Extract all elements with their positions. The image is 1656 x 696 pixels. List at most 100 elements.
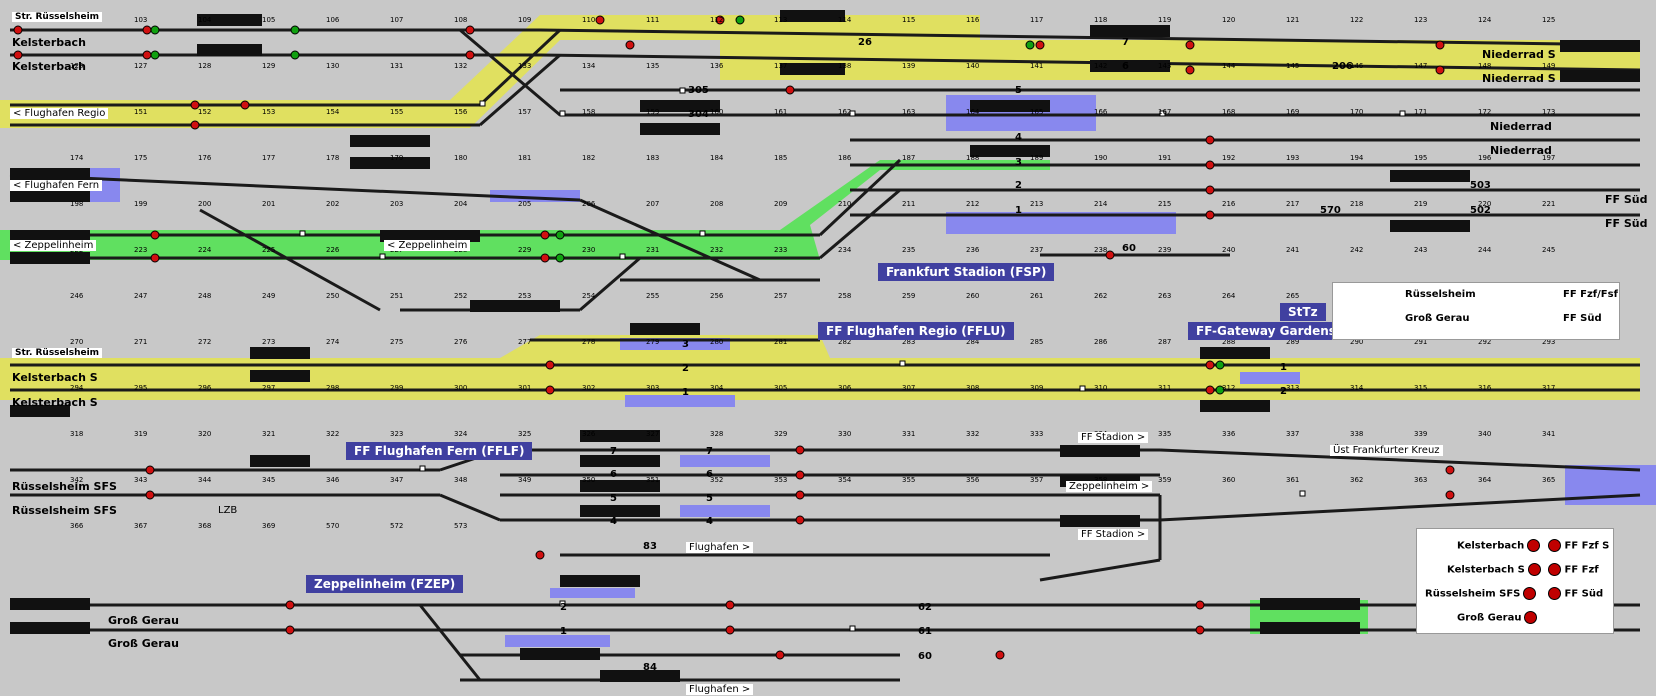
legend-ff-sued-text: FF Süd bbox=[1564, 588, 1604, 600]
legend-ff-fzf-text: FF Fzf bbox=[1564, 564, 1599, 576]
signal-number: 139 bbox=[902, 62, 915, 70]
track-number-f7b: 7 bbox=[706, 446, 713, 457]
signal-number: 108 bbox=[454, 16, 467, 24]
signal-number: 164 bbox=[966, 108, 980, 116]
signal-number: 171 bbox=[1414, 108, 1427, 116]
signal-number: 174 bbox=[70, 154, 84, 162]
signal-number: 280 bbox=[710, 338, 723, 346]
occupied-blue-12 bbox=[1240, 372, 1300, 384]
signal-number: 229 bbox=[518, 246, 531, 254]
track-number-503: 503 bbox=[1470, 180, 1491, 191]
signal-number: 144 bbox=[1222, 62, 1236, 70]
legend-ff-sued-bottom: FF Süd bbox=[1545, 587, 1603, 600]
signal-number: 239 bbox=[1158, 246, 1171, 254]
signal-number: 143 bbox=[1158, 62, 1171, 70]
signal-number: 275 bbox=[390, 338, 403, 346]
area-label-fzep[interactable]: Zeppelinheim (FZEP) bbox=[306, 575, 464, 593]
area-label-fflu[interactable]: FF Flughafen Regio (FFLU) bbox=[818, 322, 1014, 340]
signal-number: 330 bbox=[838, 430, 851, 438]
signal-number: 175 bbox=[134, 154, 147, 162]
occupied-blue-7 bbox=[680, 455, 770, 467]
signals-green[interactable] bbox=[150, 15, 1225, 395]
signal-number: 122 bbox=[1350, 16, 1363, 24]
track-number-7: 7 bbox=[1122, 37, 1129, 48]
signal-number: 193 bbox=[1286, 154, 1299, 162]
signal-numbers: 1011031041051061071081091101111121131141… bbox=[70, 16, 1555, 530]
legend-top: Rüsselsheim FF Fzf/Fsf Groß Gerau FF Süd bbox=[1332, 282, 1620, 340]
signals[interactable] bbox=[13, 15, 1455, 660]
area-label-fsp[interactable]: Frankfurt Stadion (FSP) bbox=[878, 263, 1055, 281]
signal-number: 316 bbox=[1478, 384, 1492, 392]
signal-number: 333 bbox=[1030, 430, 1043, 438]
switches[interactable] bbox=[299, 87, 1406, 632]
signal-number: 245 bbox=[1542, 246, 1555, 254]
signal-number: 277 bbox=[518, 338, 531, 346]
track-number-4: 4 bbox=[1015, 132, 1022, 143]
signal-number: 309 bbox=[1030, 384, 1043, 392]
signal-number: 166 bbox=[1094, 108, 1108, 116]
signal-number: 151 bbox=[134, 108, 147, 116]
label-ff-stadion-1: FF Stadion > bbox=[1078, 432, 1149, 443]
signal-number: 323 bbox=[390, 430, 403, 438]
label-gross-gerau-2: Groß Gerau bbox=[108, 637, 179, 650]
signal-number: 137 bbox=[774, 62, 787, 70]
signal-number: 349 bbox=[518, 476, 531, 484]
signal-number: 205 bbox=[518, 200, 531, 208]
signal-number: 249 bbox=[262, 292, 275, 300]
signal-number: 322 bbox=[326, 430, 339, 438]
signal-number: 119 bbox=[1158, 16, 1171, 24]
signal-number: 293 bbox=[1542, 338, 1555, 346]
signal-number: 247 bbox=[134, 292, 147, 300]
label-ust-frankfurter-kreuz: Üst Frankfurter Kreuz bbox=[1330, 445, 1443, 456]
signal-number: 273 bbox=[262, 338, 275, 346]
signal-number: 133 bbox=[518, 62, 531, 70]
signal-number: 176 bbox=[198, 154, 212, 162]
signal-number: 218 bbox=[1350, 200, 1363, 208]
signal-number: 364 bbox=[1478, 476, 1492, 484]
signal-icon bbox=[1527, 563, 1541, 576]
signal-number: 130 bbox=[326, 62, 339, 70]
signal-number: 231 bbox=[646, 246, 659, 254]
signal-number: 217 bbox=[1286, 200, 1299, 208]
label-ff-sued-1: FF Süd bbox=[1605, 193, 1648, 206]
signal-number: 188 bbox=[966, 154, 979, 162]
signal-number: 300 bbox=[454, 384, 467, 392]
label-flughafen-regio: < Flughafen Regio bbox=[10, 108, 109, 119]
signal-number: 301 bbox=[518, 384, 531, 392]
signal-number: 113 bbox=[774, 16, 787, 24]
legend-gross-gerau: Groß Gerau bbox=[1405, 313, 1470, 324]
area-label-stitz[interactable]: StTz bbox=[1280, 303, 1326, 321]
signal-number: 356 bbox=[966, 476, 980, 484]
signal-number: 355 bbox=[902, 476, 915, 484]
area-label-fflf[interactable]: FF Flughafen Fern (FFLF) bbox=[346, 442, 533, 460]
signal-number: 308 bbox=[966, 384, 979, 392]
legend-ff-fzf: FF Fzf bbox=[1545, 563, 1599, 576]
signal-number: 236 bbox=[966, 246, 980, 254]
signal-number: 153 bbox=[262, 108, 275, 116]
signal-number: 352 bbox=[710, 476, 723, 484]
signal-number: 179 bbox=[390, 154, 403, 162]
signal-number: 285 bbox=[1030, 338, 1043, 346]
track-number-206: 206 bbox=[1332, 61, 1353, 72]
signal-number: 126 bbox=[70, 62, 84, 70]
signal-number: 181 bbox=[518, 154, 531, 162]
signal-number: 329 bbox=[774, 430, 787, 438]
signal-number: 215 bbox=[1158, 200, 1171, 208]
signal-number: 115 bbox=[902, 16, 915, 24]
signal-number: 254 bbox=[582, 292, 596, 300]
legend-ruesselsheim: Rüsselsheim bbox=[1405, 289, 1476, 300]
signal-number: 170 bbox=[1350, 108, 1363, 116]
signal-number: 271 bbox=[134, 338, 147, 346]
signal-number: 298 bbox=[326, 384, 339, 392]
track-number-z2: 2 bbox=[560, 602, 567, 613]
track-number-62: 62 bbox=[918, 602, 932, 613]
signal-number: 190 bbox=[1094, 154, 1107, 162]
signal-number: 124 bbox=[1478, 16, 1492, 24]
signal-number: 123 bbox=[1414, 16, 1427, 24]
signal-number: 255 bbox=[646, 292, 659, 300]
track-number-f6b: 6 bbox=[706, 469, 713, 480]
signal-number: 354 bbox=[838, 476, 852, 484]
signal-number: 120 bbox=[1222, 16, 1235, 24]
track-number-g2: 2 bbox=[1280, 386, 1287, 397]
signal-number: 287 bbox=[1158, 338, 1171, 346]
